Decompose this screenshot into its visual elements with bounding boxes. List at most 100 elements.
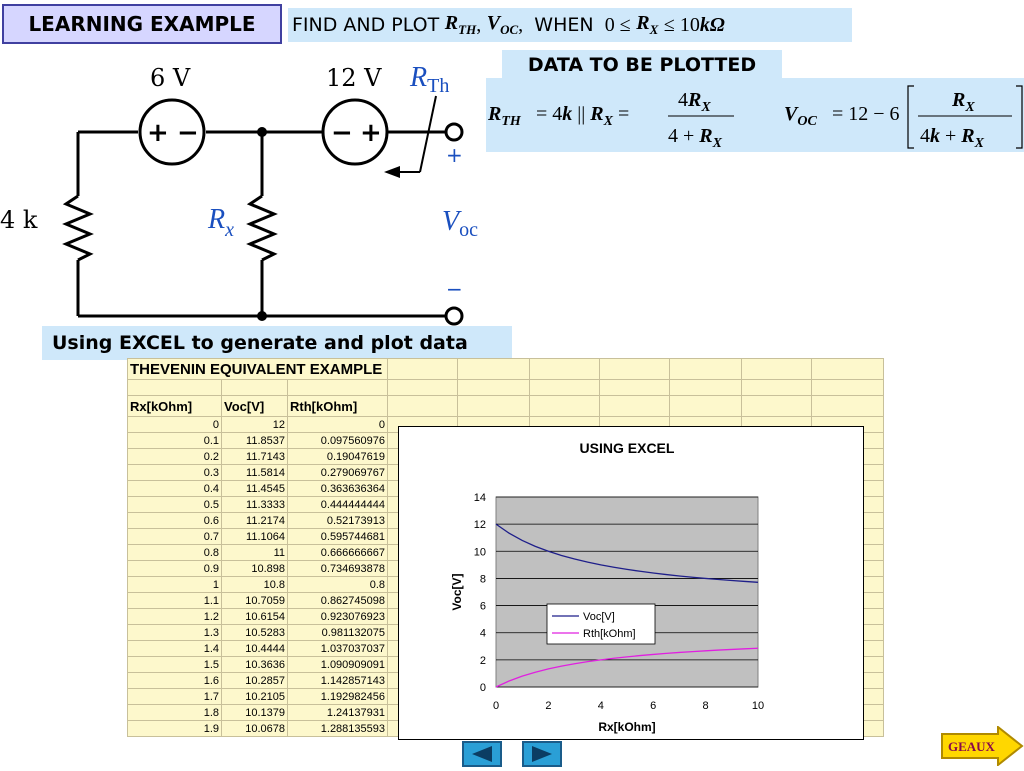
cell-rth: 0 [287,416,388,433]
cell-voc: 10.898 [221,560,288,577]
cell-voc: 11.2174 [221,512,288,529]
cell-rth: 0.8 [287,576,388,593]
svg-text:4 + RX: 4 + RX [668,125,723,151]
legend-label: Rth[kOhm] [583,628,636,640]
svg-text:4RX: 4RX [678,89,711,115]
problem-statement: FIND AND PLOT RTH, VOC, WHEN 0 ≤ RX ≤ 10… [288,8,852,42]
cell-rx: 1.6 [127,672,222,689]
geaux-arrow-icon: GEAUX [941,724,1024,768]
cell-rth: 0.595744681 [287,528,388,545]
chart-legend [546,603,656,645]
cell-rx: 1.1 [127,592,222,609]
when-text: WHEN [534,14,594,36]
chart-title: USING EXCEL [580,440,675,456]
svg-text:RX: RX [951,89,975,115]
voc-symbol: VOC [486,12,519,37]
cell-rth: 0.862745098 [287,592,388,609]
cell-rth: 1.24137931 [287,704,388,721]
sheet-empty-row [127,379,884,396]
cell-rx: 0.5 [127,496,222,513]
y-tick-label: 6 [480,601,486,613]
cell-rth: 0.444444444 [287,496,388,513]
cell-rx: 0.8 [127,544,222,561]
cell-rx: 0.4 [127,480,222,497]
next-button[interactable] [522,741,562,767]
cell-voc: 11.5814 [221,464,288,481]
sheet-title: THEVENIN EQUIVALENT EXAMPLE [127,358,388,380]
cell-rth: 0.666666667 [287,544,388,561]
cell-rth: 1.090909091 [287,656,388,673]
sheet-header-row: Rx[kOhm] Voc[V] Rth[kOhm] [127,395,884,417]
rx-label: Rx [207,204,234,241]
y-axis-label: Voc[V] [450,573,464,610]
source2-label: 12 V [326,64,382,92]
page-title: LEARNING EXAMPLE [2,4,282,44]
x-tick-label: 4 [598,700,604,712]
y-tick-label: 10 [474,546,486,558]
cell-rx: 1.2 [127,608,222,625]
svg-text:VOC: VOC [784,103,817,129]
cell-rx: 1.3 [127,624,222,641]
cell-rx: 0.6 [127,512,222,529]
cell-rth: 0.279069767 [287,464,388,481]
formulas: RTH = 4k || RX = 4RX 4 + RX VOC = 12 − 6… [487,85,1023,151]
cell-rx: 0.7 [127,528,222,545]
svg-text:= 12 − 6: = 12 − 6 [832,103,900,125]
x-tick-label: 0 [493,700,499,712]
cell-rth: 1.142857143 [287,672,388,689]
source2-minus-sign: − [331,118,353,148]
cell-voc: 10.8 [221,576,288,593]
next-arrow-icon [532,746,552,762]
cell-voc: 11.8537 [221,432,288,449]
x-axis-label: Rx[kOhm] [598,720,655,734]
cell-voc: 10.3636 [221,656,288,673]
source1-minus-sign: − [177,118,199,148]
series-line-rth [495,647,759,688]
cell-voc: 10.5283 [221,624,288,641]
geaux-label: GEAUX [948,739,996,754]
prev-button[interactable] [462,741,502,767]
source2-plus-sign: + [360,118,382,148]
cell-rx: 0.2 [127,448,222,465]
data-to-plot-label: DATA TO BE PLOTTED [502,50,782,80]
cell-rth: 0.923076923 [287,608,388,625]
cell-voc: 10.2857 [221,672,288,689]
cell-voc: 11.4545 [221,480,288,497]
svg-text:RTH: RTH [487,103,522,129]
cell-rx: 0.1 [127,432,222,449]
find-text: FIND AND PLOT [292,14,440,36]
range-lower: 0 ≤ [604,13,631,36]
cell-rth: 0.981132075 [287,624,388,641]
cell-rx: 0 [127,416,222,433]
cell-voc: 10.6154 [221,608,288,625]
resistor1-label: 4 k [0,206,38,234]
y-tick-label: 2 [480,655,486,667]
cell-voc: 11.7143 [221,448,288,465]
cell-rth: 0.734693878 [287,560,388,577]
y-tick-label: 12 [474,519,486,531]
series-line-voc [495,523,759,583]
cell-rx: 1.4 [127,640,222,657]
rth-symbol: RTH [444,12,477,37]
y-tick-label: 0 [480,682,486,694]
source1-label: 6 V [150,64,191,92]
cell-voc: 10.0678 [221,720,288,737]
cell-voc: 10.2105 [221,688,288,705]
y-tick-label: 14 [474,492,486,504]
rth-label: RTh [409,62,449,97]
sheet-title-row: THEVENIN EQUIVALENT EXAMPLE [127,358,884,380]
cell-voc: 11.1064 [221,528,288,545]
y-tick-label: 8 [480,573,486,585]
cell-voc: 10.7059 [221,592,288,609]
y-tick-label: 4 [480,628,486,640]
col-header-rx: Rx[kOhm] [127,395,222,417]
cell-rx: 0.3 [127,464,222,481]
col-header-voc: Voc[V] [221,395,288,417]
cell-rx: 0.9 [127,560,222,577]
geaux-button[interactable]: GEAUX [940,724,1024,771]
x-tick-label: 8 [703,700,709,712]
svg-text:4k + RX: 4k + RX [920,125,985,151]
cell-rth: 0.19047619 [287,448,388,465]
cell-rx: 1 [127,576,222,593]
